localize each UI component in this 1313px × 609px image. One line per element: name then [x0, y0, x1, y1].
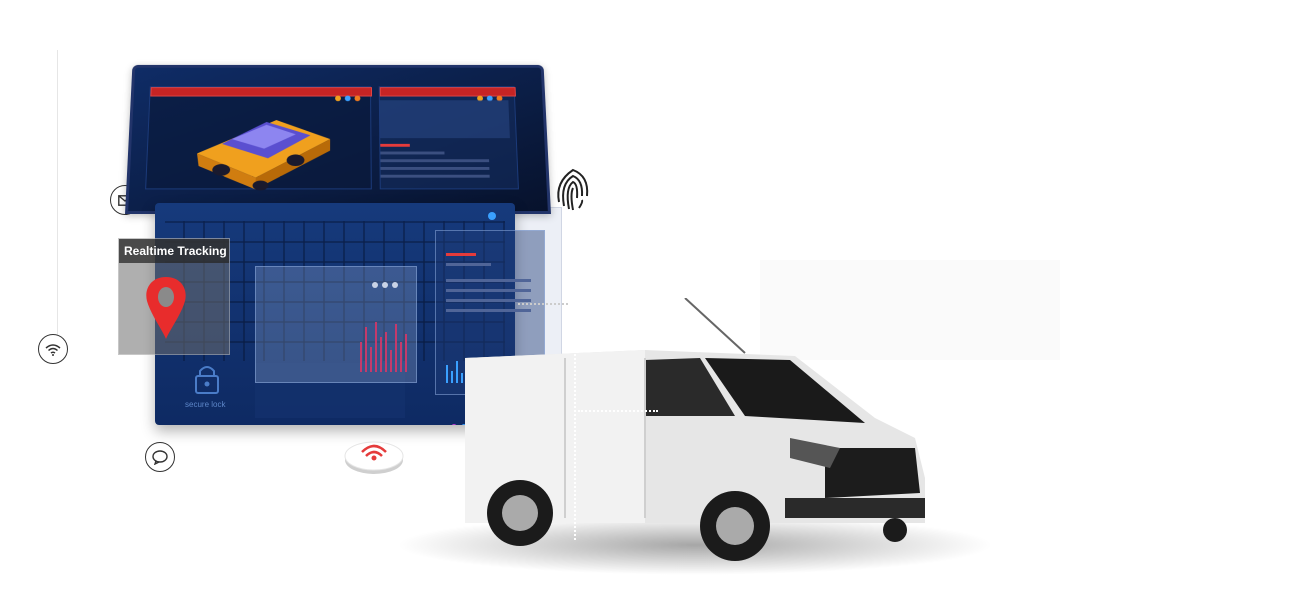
signal-icon [344, 436, 404, 476]
screen-panel-right [378, 86, 519, 190]
lock-icon [193, 363, 221, 400]
data-panel-line [446, 309, 531, 312]
chat-icon [145, 442, 175, 472]
car-illustration [195, 120, 331, 191]
realtime-tracking-card: Realtime Tracking [118, 238, 230, 355]
screen-panel-left [145, 86, 373, 191]
data-panel-line [446, 279, 531, 282]
tracking-line [578, 410, 658, 412]
data-panel-line [446, 263, 491, 266]
window-dots [331, 89, 361, 106]
fingerprint-icon [553, 162, 593, 218]
side-line [57, 50, 58, 340]
tracking-line [518, 303, 568, 305]
secure-lock-label: secure lock [185, 400, 226, 409]
tracking-title: Realtime Tracking [119, 239, 229, 263]
panel-accent-line [380, 143, 410, 147]
laptop-screen [125, 64, 551, 214]
panel-line [380, 159, 490, 163]
analytics-panel [255, 266, 417, 383]
wifi-icon [38, 334, 68, 364]
tracking-line [574, 350, 576, 540]
touchpad [255, 363, 405, 418]
data-panel-line [446, 289, 531, 292]
power-icon [488, 212, 496, 220]
panel-dots [368, 275, 398, 293]
panel-line [380, 166, 490, 170]
location-pin-icon [146, 277, 186, 339]
data-panel-line [446, 299, 531, 302]
panel-line [380, 174, 490, 178]
analytics-chart [356, 312, 416, 372]
data-panel-accent [446, 253, 476, 256]
panel-content-box [379, 100, 510, 139]
van-image [465, 298, 925, 561]
panel-line [380, 151, 445, 155]
